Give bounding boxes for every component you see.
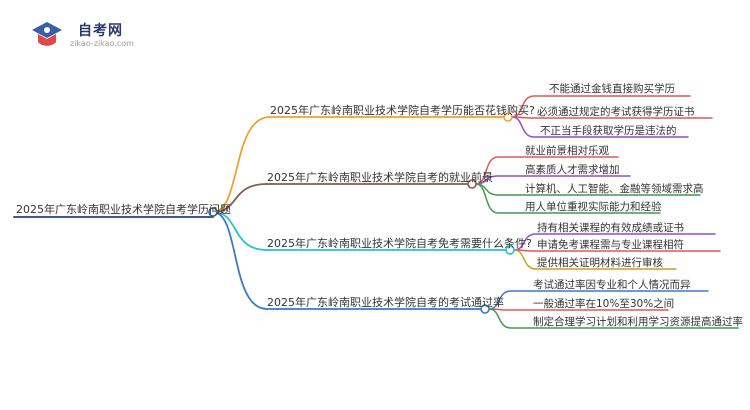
logo-icon [32,22,62,46]
leaf-node[interactable]: 必须通过规定的考试获得学历证书 [537,106,695,118]
branch-node-3[interactable]: 2025年广东岭南职业技术学院自考免考需要什么条件? [267,237,532,250]
branch-node-4[interactable]: 2025年广东岭南职业技术学院自考的考试通过率 [267,296,504,309]
leaf-connector [511,95,691,118]
branch-toggle-dot[interactable] [467,179,477,189]
leaf-node[interactable]: 高素质人才需求增加 [525,164,620,176]
leaf-node[interactable]: 用人单位重视实际能力和经验 [525,201,662,213]
leaf-node[interactable]: 制定合理学习计划和利用学习资源提高通过率 [533,316,743,328]
logo-title: 自考网 [78,23,123,39]
leaf-connector [488,308,739,329]
root-toggle-dot[interactable] [208,207,218,217]
branch-connector [212,183,268,213]
leaf-node[interactable]: 持有相关课程的有效成绩或证书 [537,222,684,234]
leaf-connector [513,249,677,270]
leaf-node[interactable]: 提供相关证明材料进行审核 [537,257,663,269]
leaf-node[interactable]: 考试通过率因专业和个人情况而异 [533,279,691,291]
leaf-node[interactable]: 一般通过率在10%至30%之间 [533,298,675,310]
leaf-connector [511,116,689,138]
site-logo[interactable]: 自考网 zikao-zikao.com [30,18,150,54]
logo-subtitle: zikao-zikao.com [70,39,134,48]
leaf-node[interactable]: 就业前景相对乐观 [525,145,609,157]
leaf-node[interactable]: 计算机、人工智能、金融等领域需求高 [525,183,704,195]
leaf-node[interactable]: 不正当手段获取学历是违法的 [540,125,677,137]
branch-toggle-dot[interactable] [505,245,515,255]
leaf-node[interactable]: 申请免考课程需与专业课程相符 [537,239,684,251]
branch-toggle-dot[interactable] [480,304,490,314]
branch-node-2[interactable]: 2025年广东岭南职业技术学院自考的就业前景 [267,171,493,184]
branch-toggle-dot[interactable] [503,112,513,122]
leaf-connector [475,183,661,214]
branch-connector [212,211,268,251]
branch-node-1[interactable]: 2025年广东岭南职业技术学院自考学历能否花钱购买? [270,104,535,117]
branch-connector [212,116,271,213]
root-node[interactable]: 2025年广东岭南职业技术学院自考学历问题 [16,203,231,216]
branch-connector [212,211,268,310]
leaf-node[interactable]: 不能通过金钱直接购买学历 [549,83,675,95]
